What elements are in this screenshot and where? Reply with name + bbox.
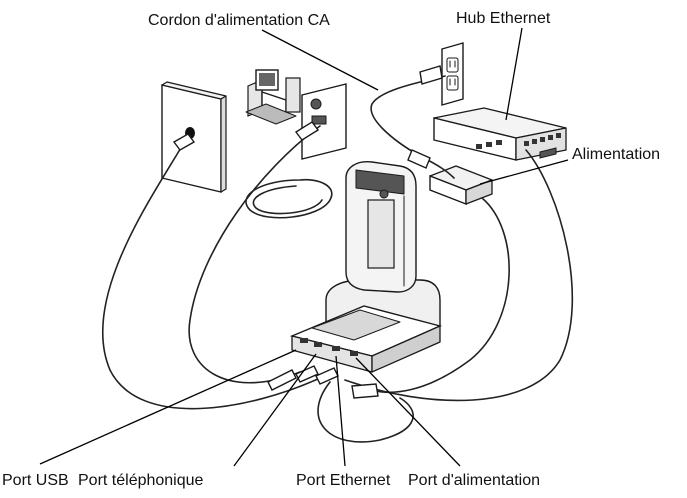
cable-plugs <box>172 65 443 399</box>
cradle-icon <box>289 279 443 373</box>
wall-panel-icon <box>301 83 347 160</box>
power-supply-icon <box>429 165 493 206</box>
cables <box>101 75 574 443</box>
label-power-port: Port d'alimentation <box>408 472 541 489</box>
label-ac-cord: Cordon d'alimentation CA <box>148 12 330 29</box>
wall-phone-jack-icon <box>161 81 227 193</box>
label-ethernet-port: Port Ethernet <box>296 472 391 489</box>
wall-power-outlet-icon <box>441 42 464 106</box>
ethernet-hub-icon <box>433 107 567 161</box>
label-power-supply: Alimentation <box>572 146 661 163</box>
computer-icon <box>245 69 301 125</box>
leader-lines <box>39 27 569 467</box>
label-phone-port: Port téléphonique <box>78 472 204 489</box>
label-usb-port: Port USB <box>2 472 69 489</box>
handheld-device-icon <box>345 161 417 293</box>
label-ethernet-hub: Hub Ethernet <box>456 10 551 27</box>
